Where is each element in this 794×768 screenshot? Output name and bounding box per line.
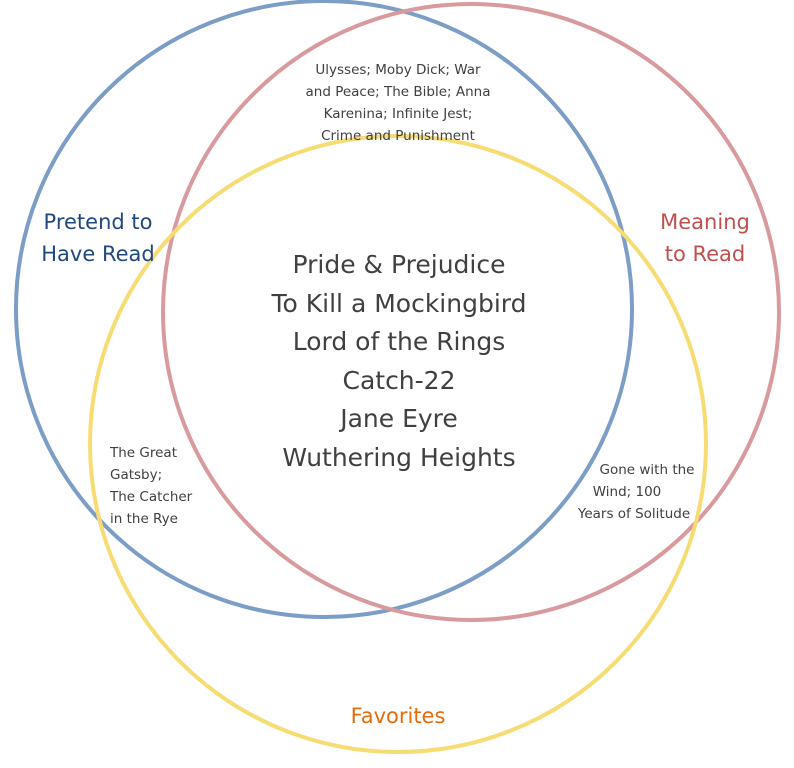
region-pretend-favorites-line: The Catcher — [110, 489, 193, 505]
circle-pretend-to-have-read — [14, 0, 634, 619]
region-pretend-favorites-line: in the Rye — [110, 511, 178, 527]
region-meaning-favorites-line: Wind; 100 — [592, 484, 662, 500]
region-meaning-favorites-line: Years of Solitude — [577, 506, 691, 522]
center-book: Pride & Prejudice — [292, 250, 506, 279]
region-meaning-favorites-line: Gone with the — [599, 462, 695, 478]
region-pretend-favorites-line: The Great — [110, 445, 177, 461]
label-pretend-to-have-read: Pretend to Have Read — [28, 206, 168, 270]
region-all-three: Pride & Prejudice To Kill a Mockingbird … — [224, 246, 574, 477]
region-pretend-favorites-line: Gatsby; — [110, 467, 163, 483]
center-book: Wuthering Heights — [282, 442, 516, 472]
region-pretend-meaning-line: Karenina; Infinite Jest; — [323, 106, 473, 122]
region-pretend-favorites: The Great Gatsby; The Catcher in the Rye — [110, 442, 220, 530]
region-meaning-favorites: Gone with the Wind; 100 Years of Solitud… — [566, 459, 702, 525]
label-meaning-line1: Meaning — [660, 210, 750, 234]
region-pretend-meaning-line: Crime and Punishment — [321, 128, 475, 144]
center-book: Jane Eyre — [340, 404, 458, 433]
center-book: Catch-22 — [342, 365, 456, 395]
label-meaning-line2: to Read — [664, 242, 746, 266]
label-meaning-to-read: Meaning to Read — [640, 206, 770, 270]
label-favorites-text: Favorites — [350, 704, 446, 728]
region-pretend-meaning-line: and Peace; The Bible; Anna — [305, 84, 491, 100]
label-pretend-line1: Pretend to — [43, 210, 153, 234]
center-book: Lord of the Rings — [292, 327, 506, 356]
region-pretend-meaning-line: Ulysses; Moby Dick; War — [315, 62, 481, 78]
region-pretend-meaning: Ulysses; Moby Dick; War and Peace; The B… — [282, 59, 514, 147]
circle-meaning-to-read — [161, 2, 781, 622]
label-favorites: Favorites — [318, 700, 478, 732]
center-book: To Kill a Mockingbird — [271, 288, 527, 318]
circle-favorites — [88, 134, 708, 754]
label-pretend-line2: Have Read — [41, 242, 155, 266]
